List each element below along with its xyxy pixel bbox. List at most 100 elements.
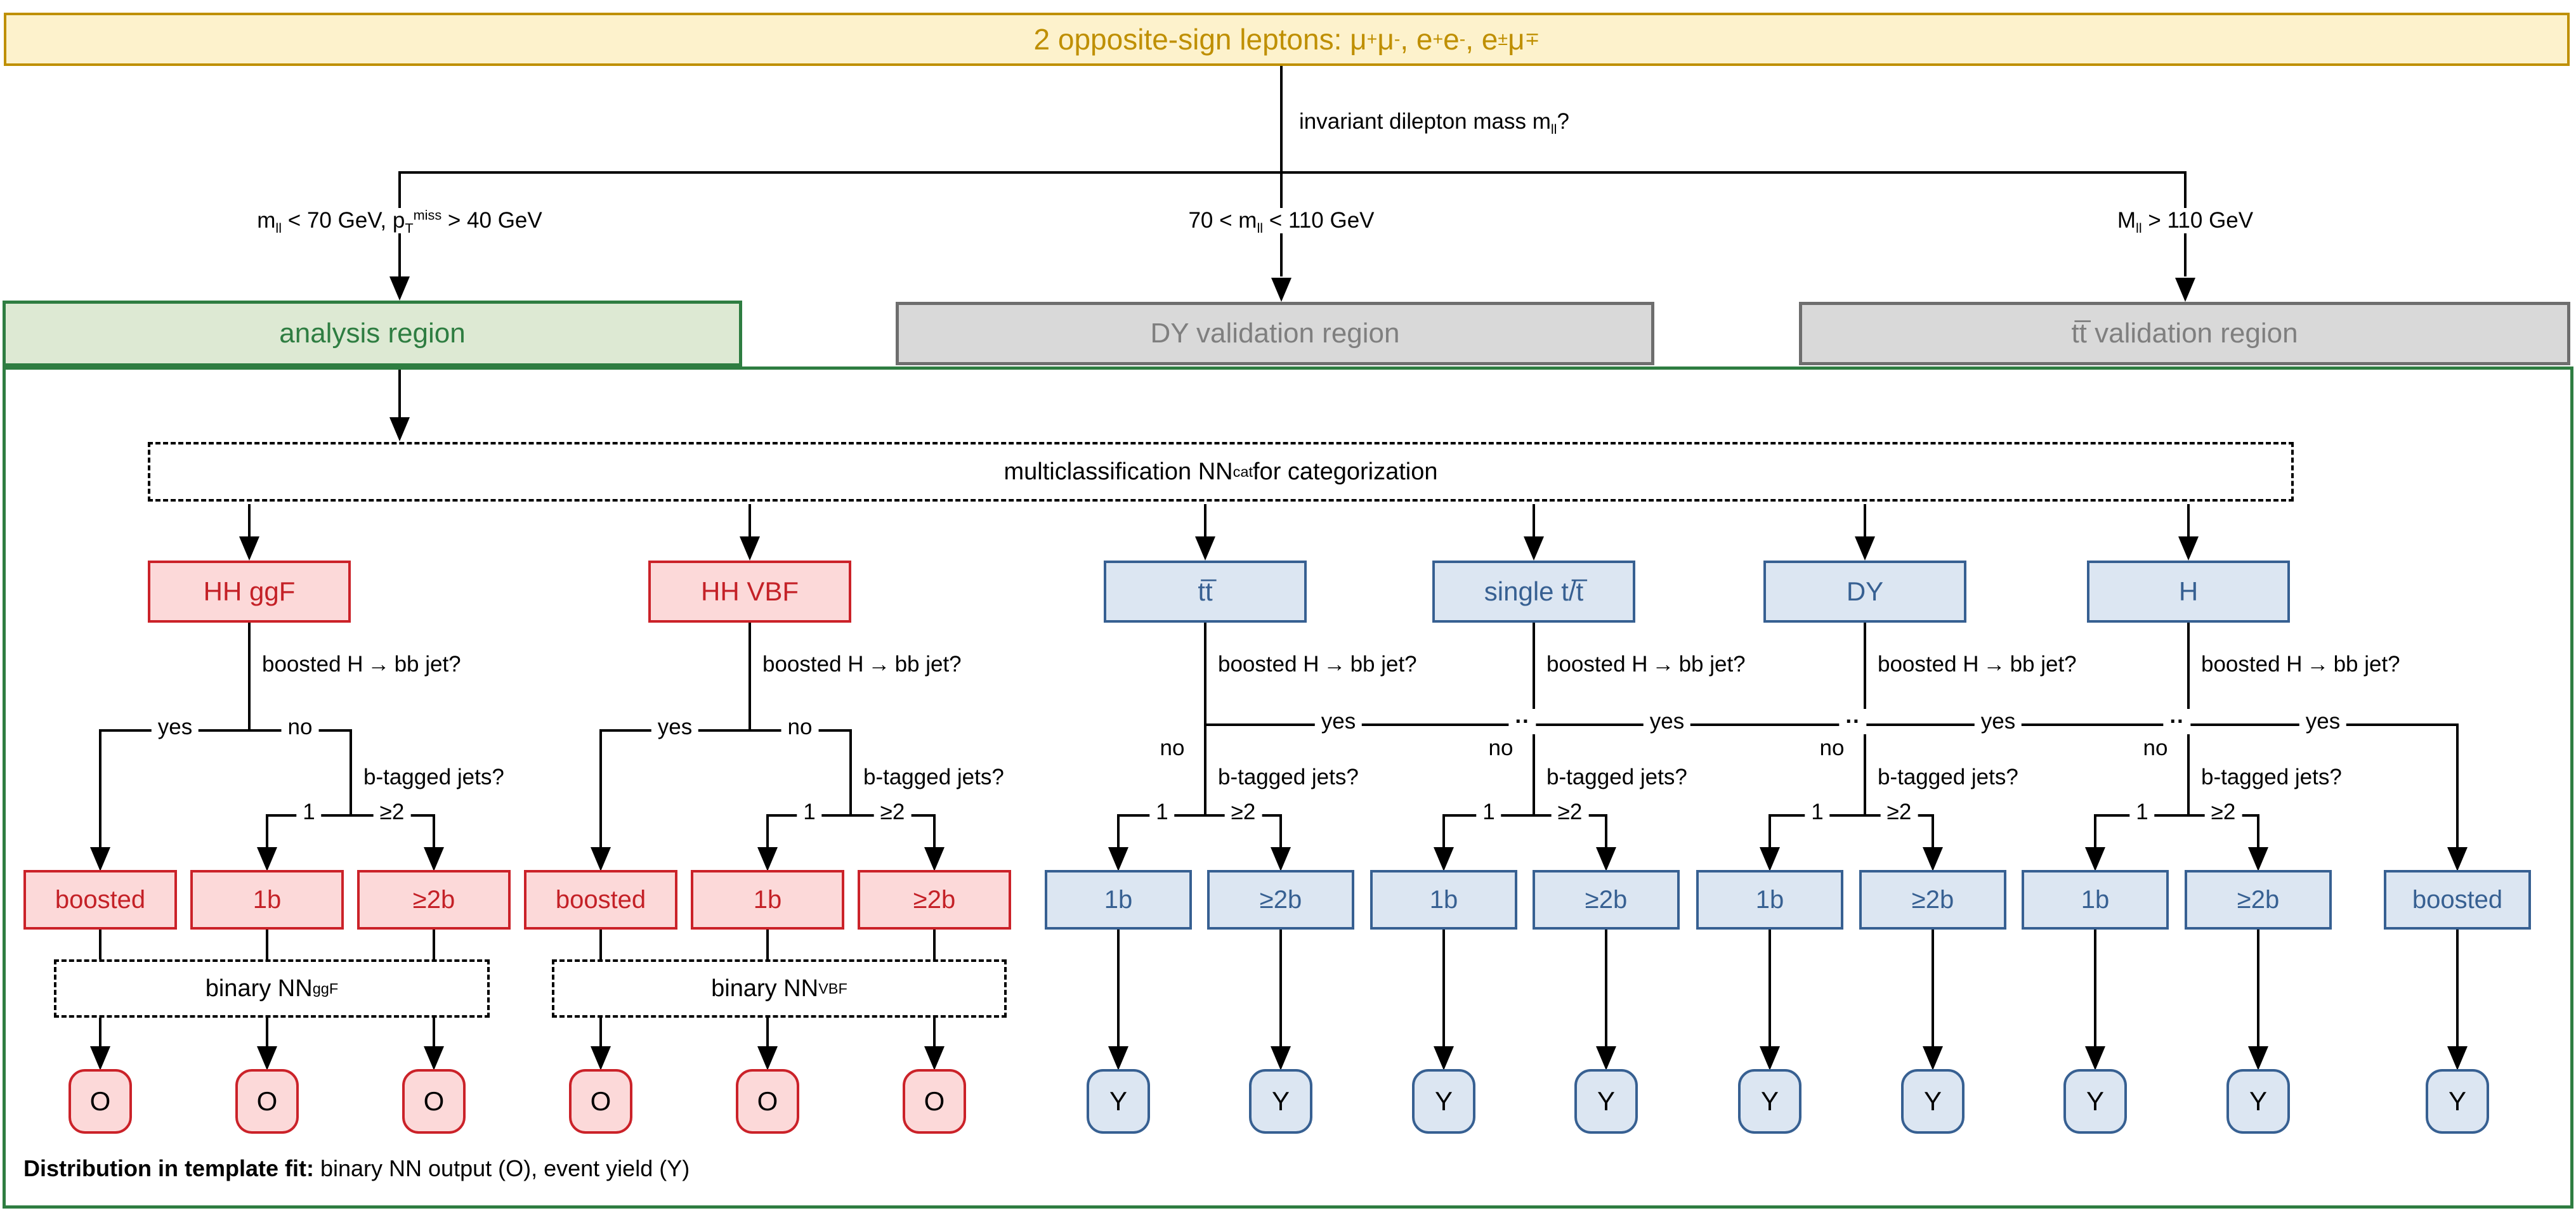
output-y: Y — [1249, 1069, 1312, 1134]
output-y: Y — [1901, 1069, 1965, 1134]
answer-geq2: ≥2 — [1224, 800, 1262, 826]
arrowhead-down-icon — [2175, 278, 2195, 302]
connector-line — [1279, 814, 1282, 847]
connector-line — [933, 814, 936, 847]
arrowhead-down-icon — [1760, 847, 1780, 871]
connector-line — [749, 623, 751, 730]
arrowhead-down-icon — [257, 847, 277, 871]
region-dy-validation: DY validation region — [896, 302, 1654, 365]
connector-line — [749, 504, 751, 538]
connector-line — [1932, 928, 1934, 1048]
answer-geq2: ≥2 — [1551, 800, 1589, 826]
connector-line — [398, 370, 401, 418]
arrowhead-down-icon — [1855, 536, 1875, 561]
connector-line — [99, 928, 101, 959]
leaf-dy-1b: 1b — [1696, 870, 1843, 930]
connector-line — [1769, 928, 1771, 1048]
question-btag: b-tagged jets? — [1546, 765, 1687, 789]
connector-line — [433, 1018, 435, 1048]
answer-one: 1 — [2129, 800, 2155, 826]
connector-line — [2187, 504, 2190, 538]
output-o: O — [903, 1069, 966, 1134]
connector-line — [1204, 504, 1206, 538]
connector-line — [248, 504, 251, 538]
answer-yes: yes — [1974, 709, 2022, 735]
connector-line — [267, 814, 434, 817]
connector-line — [933, 1018, 936, 1048]
connector-line — [248, 623, 251, 730]
arrowhead-down-icon — [924, 847, 945, 871]
answer-yes: yes — [1643, 709, 1691, 735]
answer-no: no — [1160, 736, 1185, 760]
arrowhead-down-icon — [757, 847, 778, 871]
branch-label-mid-mass: 70 < mll < 110 GeV — [1182, 208, 1381, 235]
region-tt-validation: tt̅ validation region — [1799, 302, 2570, 365]
connector-line — [766, 1018, 769, 1048]
connector-line — [1442, 814, 1445, 847]
question-boosted: boosted H → bb jet? — [1878, 652, 2077, 677]
arrowhead-down-icon — [1596, 847, 1616, 871]
arrowhead-down-icon — [1524, 536, 1544, 561]
region-analysis: analysis region — [3, 301, 742, 366]
question-boosted: boosted H → bb jet? — [2201, 652, 2400, 677]
answer-one: 1 — [797, 800, 822, 826]
category-ttbar: tt̅ — [1104, 561, 1307, 623]
arrowhead-down-icon — [740, 536, 760, 561]
arrowhead-down-icon — [2447, 847, 2468, 871]
leaf-ggf-boosted: boosted — [23, 870, 177, 930]
connector-line — [599, 1018, 602, 1048]
arrowhead-down-icon — [2447, 1046, 2468, 1070]
arrowhead-down-icon — [1596, 1046, 1616, 1070]
connector-line — [1605, 814, 1607, 847]
output-y: Y — [1738, 1069, 1801, 1134]
arrowhead-down-icon — [1271, 847, 1291, 871]
arrowhead-down-icon — [1760, 1046, 1780, 1070]
connector-line — [1117, 928, 1120, 1048]
connector-line — [1932, 814, 1934, 847]
connector-line — [1533, 725, 1535, 815]
arrowhead-down-icon — [1108, 1046, 1128, 1070]
question-btag: b-tagged jets? — [1218, 765, 1359, 789]
answer-one: 1 — [1476, 800, 1501, 826]
output-y: Y — [2063, 1069, 2127, 1134]
title-box: 2 opposite-sign leptons: μ+μ-, e+e-, e±μ… — [4, 13, 2570, 66]
connector-line — [849, 729, 852, 815]
connector-line — [1279, 928, 1282, 1048]
arrowhead-down-icon — [1271, 1046, 1291, 1070]
answer-geq2: ≥2 — [873, 800, 912, 826]
arrowhead-down-icon — [257, 1046, 277, 1070]
connector-line — [433, 814, 435, 847]
output-y: Y — [2226, 1069, 2290, 1134]
output-o: O — [69, 1069, 132, 1134]
answer-geq2: ≥2 — [373, 800, 411, 826]
connector-line — [1204, 623, 1206, 725]
arrowhead-down-icon — [239, 536, 259, 561]
connector-line — [2257, 928, 2259, 1048]
connector-line — [2095, 814, 2258, 817]
answer-one: 1 — [296, 800, 322, 826]
connector-line — [1864, 623, 1866, 725]
connector-line — [2257, 814, 2259, 847]
answer-geq2: ≥2 — [1880, 800, 1918, 826]
leaf-st-1b: 1b — [1370, 870, 1517, 930]
connector-line — [1442, 928, 1445, 1048]
line-crossing-dots: ·· — [1508, 709, 1536, 735]
arrowhead-down-icon — [1434, 1046, 1454, 1070]
leaf-ggf-1b: 1b — [190, 870, 344, 930]
connector-line — [1769, 814, 1771, 847]
arrowhead-down-icon — [1108, 847, 1128, 871]
answer-yes: yes — [1314, 709, 1363, 735]
leaf-tt-2b: ≥2b — [1207, 870, 1354, 930]
connector-line — [1117, 814, 1120, 847]
connector-line — [350, 729, 352, 815]
arrowhead-down-icon — [2085, 1046, 2105, 1070]
output-y: Y — [1412, 1069, 1475, 1134]
output-o: O — [402, 1069, 466, 1134]
answer-one: 1 — [1149, 800, 1175, 826]
connector-line — [766, 928, 769, 959]
connector-line — [99, 729, 101, 847]
connector-line — [1444, 814, 1606, 817]
answer-geq2: ≥2 — [2204, 800, 2242, 826]
